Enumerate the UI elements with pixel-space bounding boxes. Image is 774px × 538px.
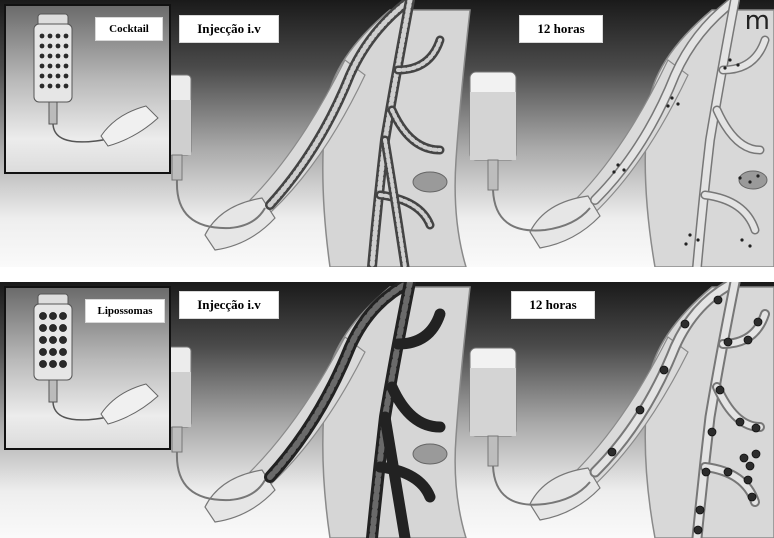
liposomes-inset: Lipossomas xyxy=(4,286,171,450)
time-label: 12 horas xyxy=(512,292,594,318)
cocktail-row: Cocktail Injecção i.v 12 horas m xyxy=(0,0,774,267)
cocktail-inset: Cocktail xyxy=(4,4,171,174)
inset-label: Lipossomas xyxy=(86,300,164,322)
inset-label: Cocktail xyxy=(96,18,162,40)
injection-label: Injecção i.v xyxy=(180,292,278,318)
liposomes-row: Lipossomas Injecção i.v 12 horas xyxy=(0,282,774,538)
injection-label: Injecção i.v xyxy=(180,16,278,42)
hand-icon xyxy=(530,468,600,520)
hand-icon xyxy=(205,198,275,250)
corner-mark: m xyxy=(745,6,770,36)
hand-icon xyxy=(530,196,600,248)
time-label: 12 horas xyxy=(520,16,602,42)
